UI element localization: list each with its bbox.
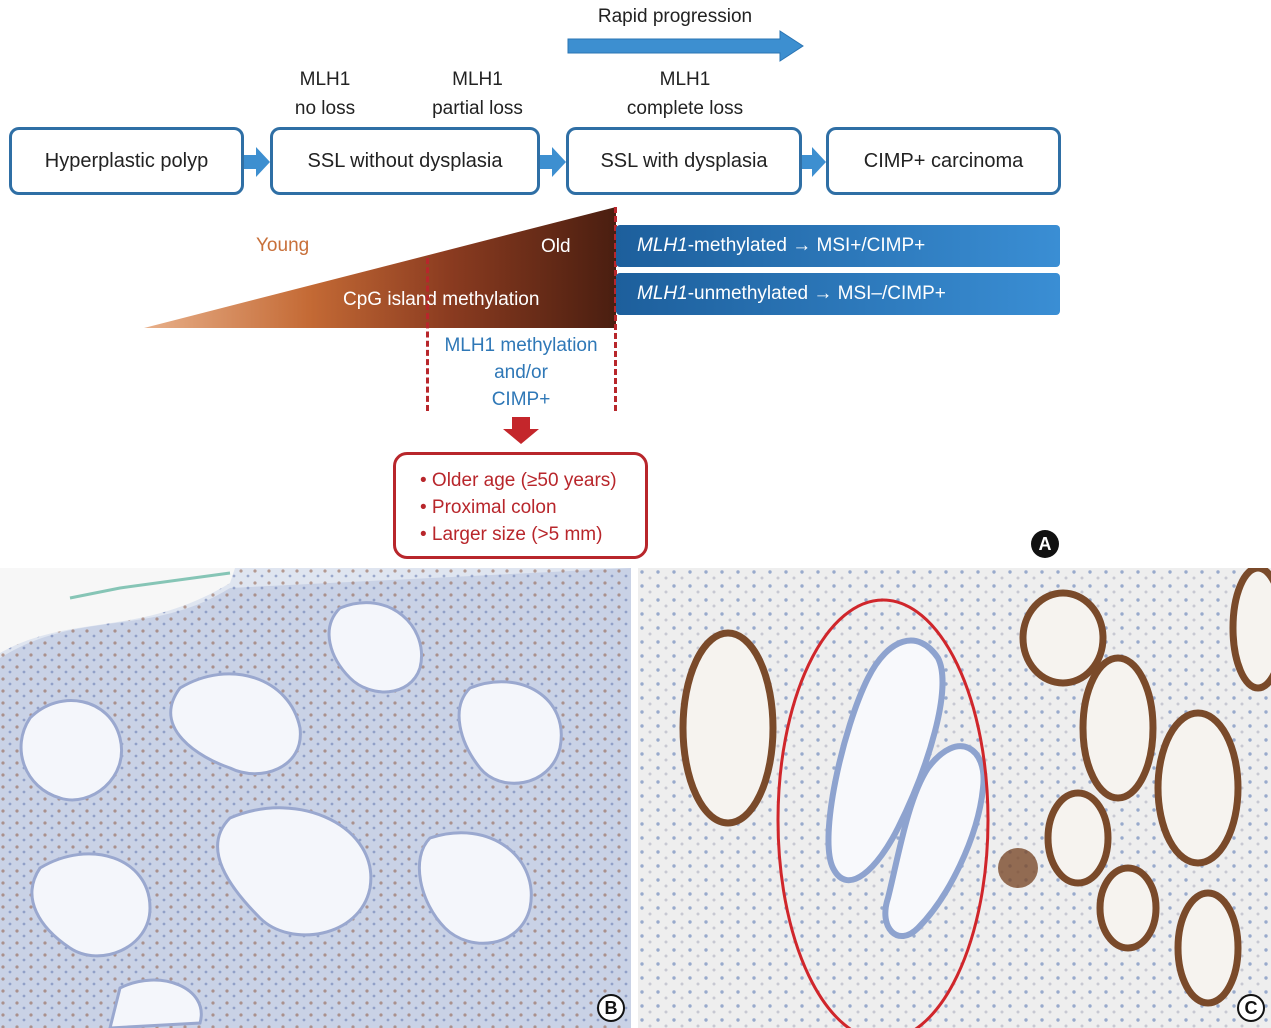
rapid-progression-arrow [567, 30, 804, 62]
cpg-methylation-gradient [144, 207, 616, 328]
red-down-arrow [503, 417, 539, 444]
risk-factors-box: • Older age (≥50 years) • Proximal colon… [393, 452, 648, 559]
cpg-methylation-label: CpG island methylation [343, 289, 540, 310]
stage-ssl-with-dysplasia: SSL with dysplasia [566, 127, 802, 195]
risk-factor-location: • Proximal colon [420, 497, 557, 518]
stage-hyperplastic-polyp: Hyperplastic polyp [9, 127, 244, 195]
rapid-progression-label: Rapid progression [597, 6, 753, 27]
outcome-mlh1-unmethylated: MLH1-unmethylated → MSI–/CIMP+ [616, 273, 1060, 315]
panel-label-c: C [1237, 994, 1265, 1022]
panel-c-tissue-illustration [638, 568, 1271, 1028]
panel-label-b: B [597, 994, 625, 1022]
dashed-line-left [426, 258, 429, 411]
stage-arrow-1 [244, 147, 270, 177]
mlh1-methylation-label: MLH1 methylation and/or CIMP+ [444, 335, 598, 410]
stage-arrow-2 [540, 147, 566, 177]
risk-factor-size: • Larger size (>5 mm) [420, 524, 603, 545]
stage-ssl-without-dysplasia: SSL without dysplasia [270, 127, 540, 195]
young-label: Young [256, 235, 310, 256]
stage-arrow-3 [802, 147, 826, 177]
panel-c-histology-image: C [638, 568, 1271, 1028]
panel-label-a: A [1031, 530, 1059, 558]
risk-factor-age: • Older age (≥50 years) [420, 470, 617, 491]
outcome-mlh1-methylated: MLH1-methylated → MSI+/CIMP+ [616, 225, 1060, 267]
panel-b-tissue-illustration [0, 568, 631, 1028]
panel-b-histology-image: B [0, 568, 631, 1028]
old-label: Old [541, 236, 571, 257]
stage-cimp-carcinoma: CIMP+ carcinoma [826, 127, 1061, 195]
dashed-line-right [614, 207, 617, 411]
